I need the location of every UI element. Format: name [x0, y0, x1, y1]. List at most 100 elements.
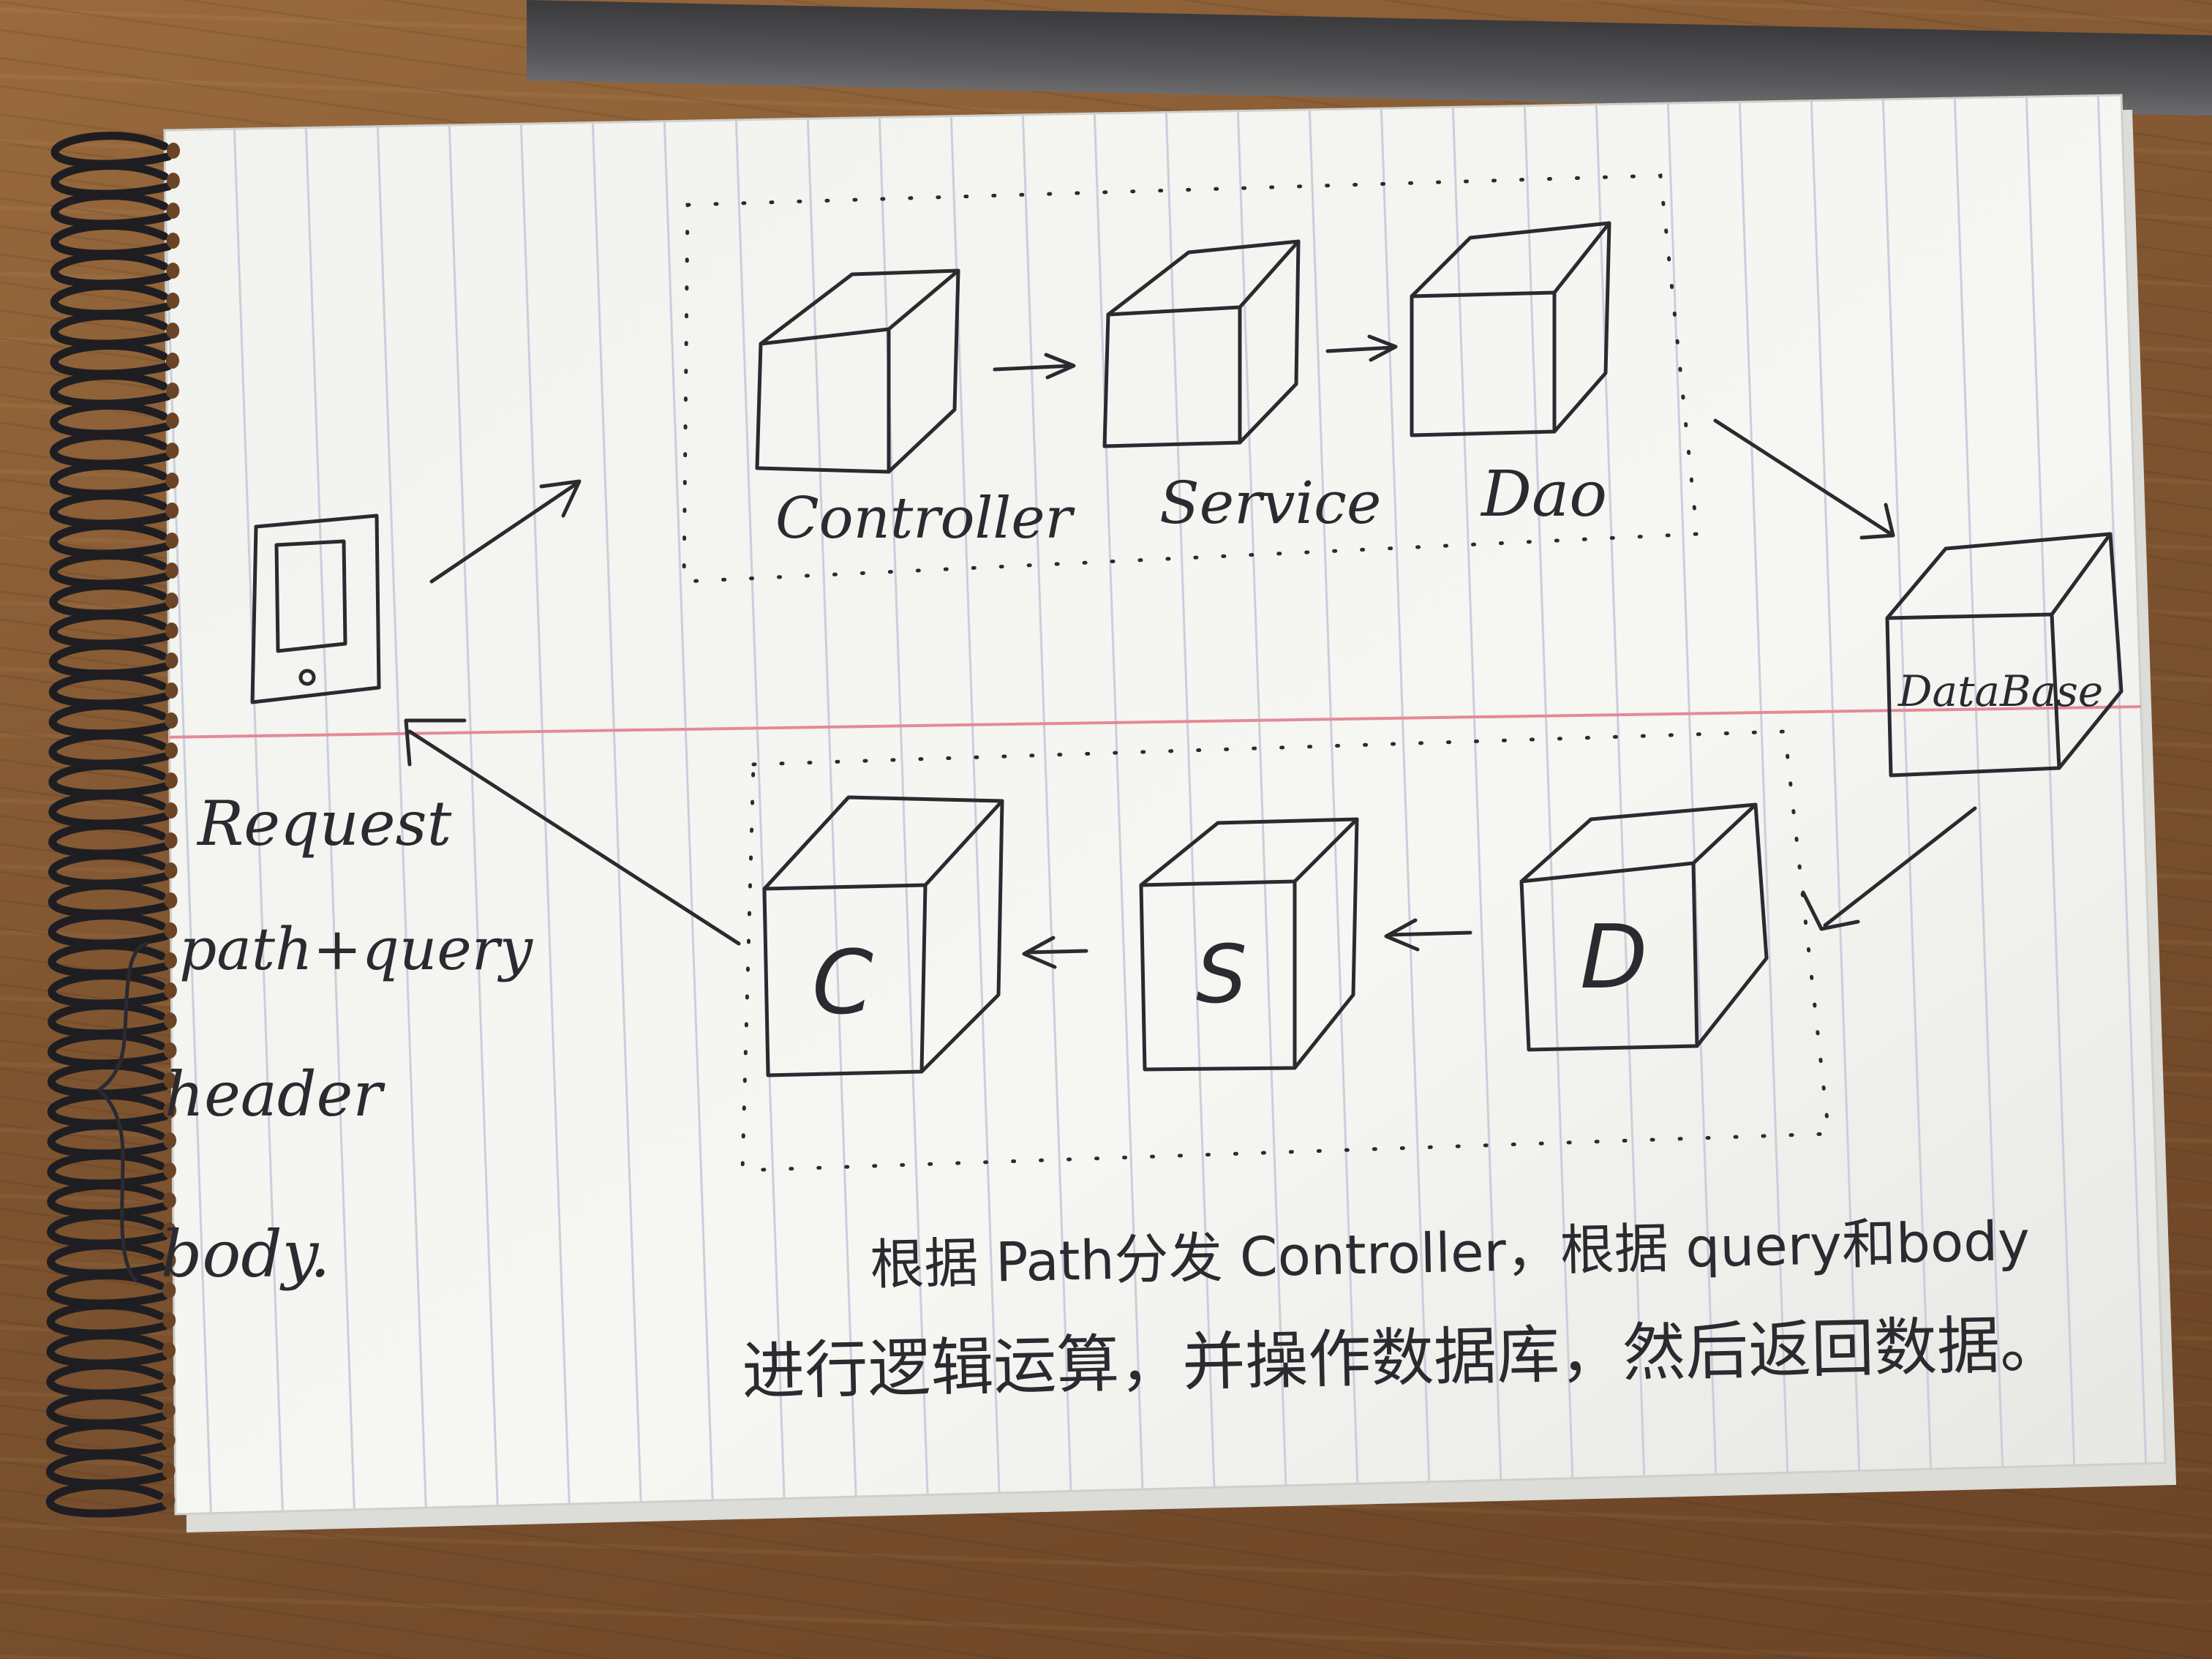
spiral-coil [50, 192, 173, 228]
spiral-hole [162, 1372, 176, 1388]
spiral-hole [163, 1132, 177, 1148]
label-service: Service [1159, 469, 1381, 537]
spiral-coil [48, 642, 170, 678]
spiral-coil [48, 1001, 170, 1038]
spiral-hole [163, 982, 177, 998]
arrow-d-to-s [1384, 918, 1472, 952]
spiral-hole [162, 1342, 176, 1358]
spiral-coil [47, 1121, 169, 1158]
cube-c [762, 795, 1004, 1077]
cube-database [1885, 532, 2123, 778]
spiral-coil [46, 1421, 168, 1458]
spiral-coil [46, 1241, 168, 1278]
spiral-coil [49, 522, 171, 558]
spiral-hole [162, 1432, 176, 1448]
arrow-s-to-c [1022, 936, 1088, 969]
spiral-coil [46, 1391, 168, 1428]
spiral-hole [163, 1012, 177, 1028]
spiral-coil [50, 252, 172, 288]
spiral-hole [163, 1042, 177, 1058]
spiral-hole [163, 1102, 177, 1118]
spiral-hole [165, 533, 179, 549]
spiral-coil [48, 821, 170, 858]
spiral-hole [164, 922, 178, 938]
note-request: Request [196, 788, 452, 859]
spiral-hole [165, 473, 179, 489]
spiral-coil [46, 1301, 168, 1338]
spiral-hole [162, 1162, 176, 1178]
note-body: body. [161, 1216, 331, 1292]
arrow-database-to-d [1801, 806, 1977, 931]
spiral-coil [45, 1451, 168, 1488]
spiral-hole [165, 383, 179, 399]
spiral-binding [45, 132, 180, 1518]
spiral-hole [162, 1402, 176, 1418]
spiral-hole [165, 592, 178, 609]
spiral-hole [165, 443, 179, 459]
spiral-coil [47, 1211, 169, 1248]
spiral-hole [165, 563, 178, 579]
spiral-hole [165, 742, 178, 759]
spiral-coil [50, 162, 173, 198]
label-dao: Dao [1480, 458, 1607, 531]
spiral-hole [167, 143, 180, 159]
spiral-coil [46, 1331, 168, 1368]
spiral-coil [50, 342, 172, 378]
spiral-coil [48, 761, 170, 798]
spiral-coil [49, 492, 171, 528]
spiral-hole [166, 173, 180, 189]
spiral-hole [165, 503, 179, 519]
arrow-phone-to-controller [429, 479, 582, 584]
spiral-hole [166, 203, 180, 219]
spiral-coil [50, 222, 173, 258]
spiral-hole [166, 233, 180, 249]
spiral-hole [163, 952, 177, 968]
margin-line [165, 705, 2144, 739]
spiral-coil [48, 701, 170, 738]
label-d: D [1580, 907, 1647, 1009]
spiral-coil [48, 971, 170, 1008]
spiral-coil [50, 372, 172, 408]
spiral-coil [49, 462, 171, 498]
spiral-hole [164, 802, 178, 819]
spiral-hole [166, 263, 180, 279]
notes-brace [97, 941, 148, 1282]
spiral-coil [47, 1151, 169, 1188]
note-header: header [165, 1058, 385, 1130]
spiral-hole [165, 622, 178, 639]
arrow-service-to-dao [1325, 334, 1398, 362]
spiral-coil [49, 582, 171, 618]
cube-s [1139, 817, 1359, 1072]
spiral-hole [165, 712, 178, 729]
cube-dao [1410, 221, 1611, 437]
spiral-coil [48, 941, 170, 978]
spiral-coil [48, 851, 170, 888]
spiral-coil [49, 552, 171, 588]
spiral-hole [164, 832, 178, 849]
spiral-coil [48, 672, 170, 708]
arrow-dao-to-database [1713, 418, 1895, 540]
spiral-hole [165, 682, 178, 699]
spiral-hole [162, 1312, 176, 1328]
spiral-coil [46, 1271, 168, 1308]
spiral-coil [49, 432, 171, 468]
spiral-hole [162, 1492, 176, 1508]
spiral-hole [165, 353, 179, 369]
spiral-hole [162, 1252, 176, 1268]
spiral-hole [166, 323, 180, 339]
spiral-coil [47, 1031, 169, 1068]
spiral-coil [49, 612, 171, 648]
top-group-outline [682, 173, 1699, 584]
spiral-hole [162, 1222, 176, 1238]
spiral-hole [162, 1462, 176, 1478]
spiral-coil [45, 1481, 168, 1518]
cube-controller [755, 268, 960, 474]
spiral-hole [165, 413, 179, 429]
spiral-coil [47, 1181, 169, 1218]
spiral-hole [162, 1192, 176, 1208]
note-path-query: path+query [179, 915, 534, 983]
spiral-coil [50, 282, 172, 318]
spiral-hole [164, 862, 178, 879]
